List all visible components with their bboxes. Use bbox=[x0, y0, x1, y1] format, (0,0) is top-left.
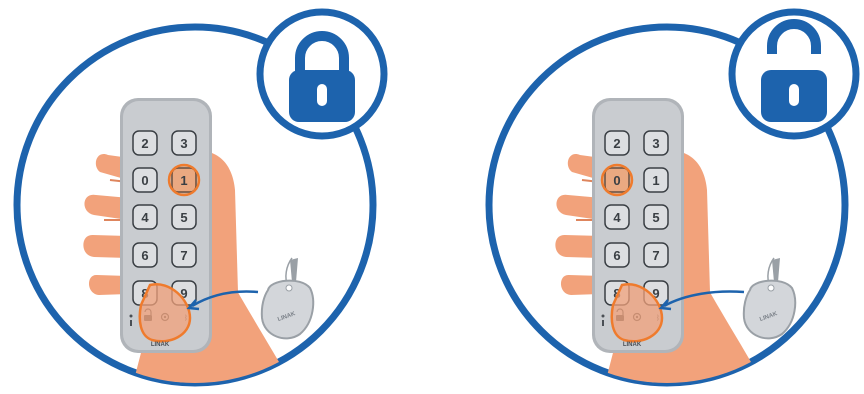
key[interactable]: 7 bbox=[644, 243, 668, 267]
svg-text:2: 2 bbox=[141, 136, 148, 151]
key[interactable]: 6 bbox=[133, 243, 157, 267]
svg-text:6: 6 bbox=[141, 248, 148, 263]
svg-text:7: 7 bbox=[652, 248, 659, 263]
key-highlighted[interactable]: 0 bbox=[602, 165, 632, 195]
svg-text:6: 6 bbox=[613, 248, 620, 263]
key[interactable]: 5 bbox=[644, 205, 668, 229]
svg-text:0: 0 bbox=[141, 173, 148, 188]
lock-badge bbox=[260, 12, 384, 136]
panel-unlocked: 2 3 0 1 4 5 6 7 8 9 ᛒ bbox=[489, 12, 856, 394]
svg-text:2: 2 bbox=[613, 136, 620, 151]
key[interactable]: 4 bbox=[133, 205, 157, 229]
key[interactable]: 4 bbox=[605, 205, 629, 229]
key[interactable]: 6 bbox=[605, 243, 629, 267]
key[interactable]: 7 bbox=[172, 243, 196, 267]
panel-locked: 2 3 0 1 4 5 6 7 8 9 ᛒ bbox=[17, 12, 384, 394]
svg-text:4: 4 bbox=[141, 210, 149, 225]
svg-text:3: 3 bbox=[652, 136, 659, 151]
svg-text:5: 5 bbox=[652, 210, 659, 225]
svg-text:0: 0 bbox=[613, 173, 620, 188]
svg-text:7: 7 bbox=[180, 248, 187, 263]
keypad: 2 3 0 1 4 5 6 7 8 9 ᛒ bbox=[592, 98, 684, 353]
svg-text:1: 1 bbox=[652, 173, 659, 188]
key[interactable]: 5 bbox=[172, 205, 196, 229]
svg-text:1: 1 bbox=[180, 173, 187, 188]
svg-text:3: 3 bbox=[180, 136, 187, 151]
key[interactable]: 0 bbox=[133, 168, 157, 192]
key[interactable]: 2 bbox=[605, 131, 629, 155]
key[interactable]: 1 bbox=[644, 168, 668, 192]
svg-text:5: 5 bbox=[180, 210, 187, 225]
brand-label: LINAK bbox=[151, 342, 170, 348]
key[interactable]: 2 bbox=[133, 131, 157, 155]
key[interactable]: 3 bbox=[172, 131, 196, 155]
key-highlighted[interactable]: 1 bbox=[169, 165, 199, 195]
key[interactable]: 3 bbox=[644, 131, 668, 155]
lock-badge bbox=[732, 12, 856, 136]
brand-label: LINAK bbox=[623, 342, 642, 348]
svg-text:4: 4 bbox=[613, 210, 621, 225]
keypad: 2 3 0 1 4 5 6 7 8 9 ᛒ bbox=[120, 98, 212, 353]
